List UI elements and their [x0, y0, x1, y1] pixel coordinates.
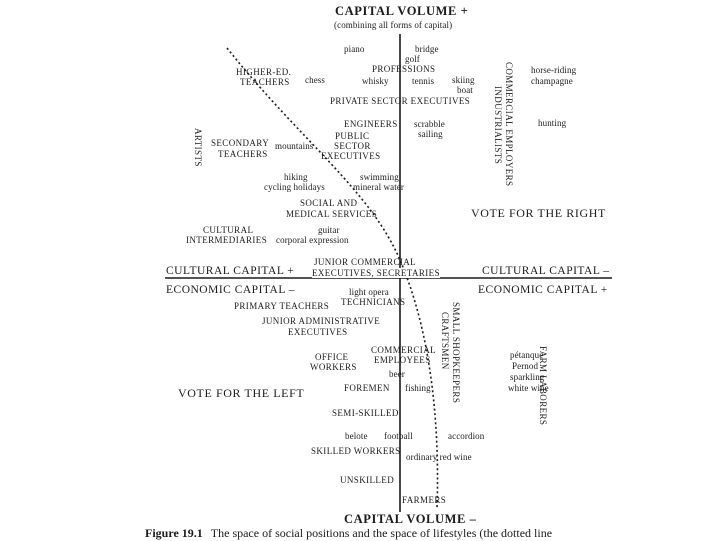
axis-bottom-title: CAPITAL VOLUME –	[344, 512, 477, 526]
label-public-sector: SECTOR	[334, 141, 371, 151]
label-whisky: whisky	[362, 76, 389, 86]
axis-right-upper: CULTURAL CAPITAL –	[482, 265, 610, 277]
label-higher-ed: HIGHER-ED.	[236, 67, 292, 77]
label-farmers: FARMERS	[402, 495, 447, 505]
label-industrialists: INDUSTRIALISTS	[493, 86, 503, 165]
label-public-executives: EXECUTIVES	[321, 151, 381, 161]
label-office-workers: WORKERS	[310, 362, 357, 372]
label-chess: chess	[305, 75, 325, 85]
label-light-opera: light opera	[349, 287, 389, 297]
axis-left-lower: ECONOMIC CAPITAL –	[166, 284, 296, 296]
figure-caption-text: The space of social positions and the sp…	[210, 526, 553, 540]
label-mountains: mountains	[275, 141, 314, 151]
label-junior-commercial-exec: EXECUTIVES, SECRETARIES	[312, 268, 440, 278]
label-beer: beer	[389, 369, 405, 379]
label-swimming: swimming	[360, 172, 399, 182]
label-unskilled: UNSKILLED	[340, 475, 395, 485]
label-junior-commercial: JUNIOR COMMERCIAL	[314, 257, 417, 267]
axis-top-subtitle: (combining all forms of capital)	[334, 20, 453, 30]
label-medical-services: MEDICAL SERVICES	[286, 209, 378, 219]
label-intermediaries: INTERMEDIARIES	[186, 235, 268, 245]
label-small-shopkeepers: SMALL SHOPKEEPERS	[451, 302, 461, 404]
label-commercial: COMMERCIAL	[371, 345, 437, 355]
label-champagne: champagne	[531, 76, 573, 86]
label-foremen: FOREMEN	[344, 383, 390, 393]
label-golf: golf	[405, 54, 420, 64]
label-professions: PROFESSIONS	[372, 64, 436, 74]
label-hunting: hunting	[538, 118, 567, 128]
label-junior-admin-executives: EXECUTIVES	[288, 327, 348, 337]
label-private-exec: PRIVATE SECTOR EXECUTIVES	[330, 96, 471, 106]
label-junior-administrative: JUNIOR ADMINISTRATIVE	[262, 316, 381, 326]
label-commercial-employees: EMPLOYEES	[374, 355, 431, 365]
label-primary-teachers: PRIMARY TEACHERS	[234, 301, 330, 311]
label-farm-laborers: FARM LABORERS	[538, 346, 548, 426]
label-bridge: bridge	[415, 44, 439, 54]
label-skiing: skiing	[452, 75, 475, 85]
label-social-and: SOCIAL AND	[300, 198, 358, 208]
vote-left-label: VOTE FOR THE LEFT	[178, 386, 305, 400]
label-sparkling: sparkling	[510, 372, 545, 382]
label-artists: ARTISTS	[193, 128, 203, 167]
label-cycling-holidays: cycling holidays	[264, 182, 325, 192]
label-semi-skilled: SEMI-SKILLED	[332, 408, 399, 418]
label-belote: belote	[345, 431, 368, 441]
label-technicians: TECHNICIANS	[341, 297, 406, 307]
label-corporal-expression: corporal expression	[276, 235, 349, 245]
label-higher-ed-teachers: TEACHERS	[240, 77, 290, 87]
figure-caption: Figure 19.1 The space of social positions…	[145, 526, 552, 541]
label-pernod: Pernod	[512, 361, 539, 371]
axis-left-upper: CULTURAL CAPITAL +	[166, 265, 295, 277]
label-piano: piano	[344, 44, 365, 54]
label-office: OFFICE	[315, 352, 349, 362]
axis-top-title: CAPITAL VOLUME +	[335, 4, 469, 18]
label-scrabble: scrabble	[414, 119, 445, 129]
label-skilled-workers: SKILLED WORKERS	[311, 446, 401, 456]
label-guitar: guitar	[318, 225, 340, 235]
label-white-wine: white wine	[508, 383, 549, 393]
label-accordion: accordion	[448, 431, 485, 441]
label-hiking: hiking	[284, 172, 308, 182]
vote-right-label: VOTE FOR THE RIGHT	[471, 206, 606, 220]
label-tennis: tennis	[412, 76, 435, 86]
label-cultural: CULTURAL	[203, 225, 254, 235]
label-public: PUBLIC	[335, 131, 370, 141]
axis-right-lower: ECONOMIC CAPITAL +	[478, 284, 608, 296]
label-secondary-teachers: TEACHERS	[218, 149, 268, 159]
label-engineers: ENGINEERS	[344, 119, 398, 129]
label-sailing: sailing	[418, 129, 443, 139]
label-craftsmen: CRAFTSMEN	[440, 312, 450, 370]
label-fishing: fishing	[405, 383, 431, 393]
figure-number: Figure 19.1	[145, 526, 203, 540]
label-football: football	[384, 431, 413, 441]
label-ordinary-red-wine: ordinary red wine	[406, 452, 472, 462]
label-boat: boat	[457, 85, 473, 95]
label-horse-riding: horse-riding	[531, 65, 577, 75]
label-commercial-employers: COMMERCIAL EMPLOYERS	[504, 62, 514, 187]
label-secondary: SECONDARY	[211, 138, 270, 148]
label-mineral-water: mineral water	[353, 182, 405, 192]
dotted-boundary-line	[226, 47, 439, 509]
label-petanque: pétanque	[510, 350, 544, 360]
